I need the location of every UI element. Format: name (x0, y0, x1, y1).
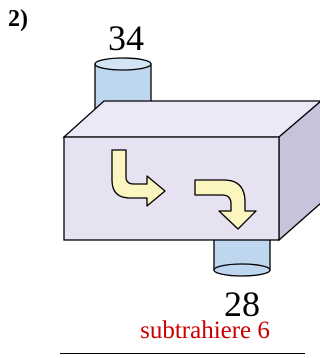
problem-number: 2) (8, 6, 28, 32)
process-arrow-1 (111, 149, 166, 207)
machine-box-front (63, 136, 280, 241)
input-value: 34 (108, 18, 144, 58)
operation-text: subtrahiere 6 (140, 317, 270, 344)
answer-line (60, 353, 305, 354)
output-cylinder (213, 237, 271, 277)
process-arrow-2 (194, 179, 257, 230)
machine-box (62, 100, 320, 242)
output-value: 28 (224, 284, 260, 324)
machine-box-top (62, 100, 320, 138)
